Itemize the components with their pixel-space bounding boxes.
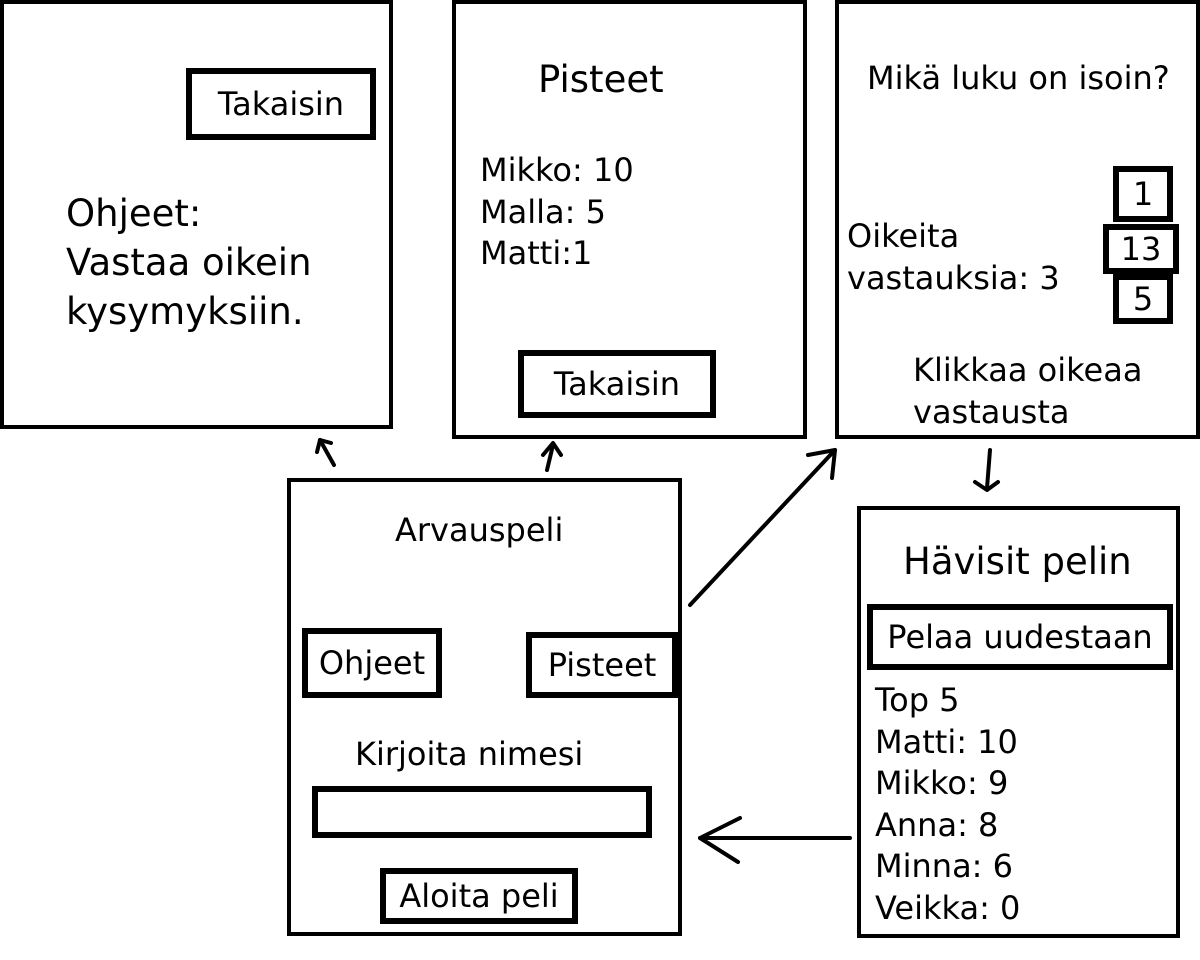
instructions-line: Ohjeet: [66,192,202,235]
scores-button[interactable]: Pisteet [526,632,678,698]
answer-option-5[interactable]: 5 [1113,274,1173,324]
main-menu-screen: Arvauspeli Ohjeet Pisteet Kirjoita nimes… [287,478,682,936]
top-scores-list: Top 5 Matti: 10 Mikko: 9 Anna: 8 Minna: … [875,680,1020,930]
name-input[interactable] [312,786,652,838]
correct-answers-line: vastauksia: 3 [847,258,1060,297]
score-entry: Malla: 5 [480,192,606,231]
instructions-screen: Takaisin Ohjeet: Vastaa oikein kysymyksi… [0,0,393,429]
instructions-back-button[interactable]: Takaisin [186,68,376,140]
scores-screen: Pisteet Mikko: 10 Malla: 5 Matti:1 Takai… [452,0,807,439]
arrow-to-question [688,448,837,607]
scores-title: Pisteet [538,58,664,101]
scores-list: Mikko: 10 Malla: 5 Matti:1 [480,150,634,275]
arrow-back-to-main [698,816,852,864]
answer-hint: Klikkaa oikeaa vastausta [913,350,1142,433]
arrow-to-instructions [315,438,336,467]
main-title: Arvauspeli [395,511,564,549]
top-score-entry: Anna: 8 [875,805,999,844]
answer-option-1[interactable]: 1 [1113,166,1173,222]
game-over-screen: Hävisit pelin Pelaa uudestaan Top 5 Matt… [857,506,1180,938]
name-prompt: Kirjoita nimesi [355,735,584,773]
score-entry: Matti:1 [480,234,593,273]
score-entry: Mikko: 10 [480,151,634,189]
top-score-entry: Minna: 6 [875,847,1013,886]
top-score-entry: Mikko: 9 [875,764,1009,803]
instructions-button[interactable]: Ohjeet [302,628,442,698]
scores-back-button[interactable]: Takaisin [518,350,716,418]
instructions-text: Ohjeet: Vastaa oikein kysymyksiin. [66,190,312,336]
instructions-line: kysymyksiin. [66,289,304,333]
correct-answers-line: Oikeita [847,217,960,255]
play-again-button[interactable]: Pelaa uudestaan [867,604,1173,670]
arrow-to-scores [541,441,563,472]
instructions-line: Vastaa oikein [66,240,312,284]
start-game-button[interactable]: Aloita peli [380,868,578,924]
game-over-title: Hävisit pelin [903,540,1132,583]
top-scores-title: Top 5 [875,681,960,719]
answer-option-13[interactable]: 13 [1103,224,1179,274]
question-screen: Mikä luku on isoin? Oikeita vastauksia: … [835,0,1200,439]
correct-answers-count: Oikeita vastauksia: 3 [847,216,1060,299]
answer-hint-line: Klikkaa oikeaa [913,351,1143,389]
question-prompt: Mikä luku on isoin? [867,59,1170,97]
arrow-to-game-over [973,448,1000,492]
answer-hint-line: vastausta [913,392,1070,431]
top-score-entry: Veikka: 0 [875,888,1021,927]
top-score-entry: Matti: 10 [875,722,1018,761]
